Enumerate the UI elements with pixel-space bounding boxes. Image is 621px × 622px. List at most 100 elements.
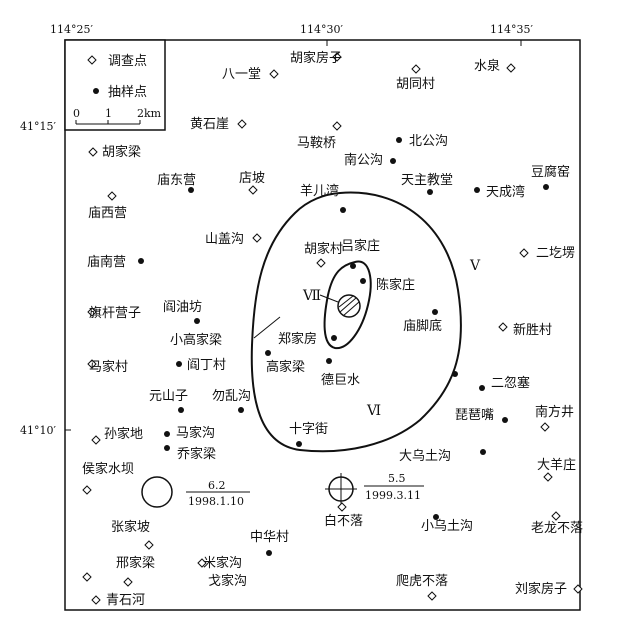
survey-point-icon <box>498 322 508 332</box>
survey-point-icon <box>82 572 92 582</box>
survey-point-icon <box>144 540 154 550</box>
scale-bar <box>75 120 141 125</box>
place-label: 庙南营 <box>87 254 126 270</box>
place-label: 胡家梁 <box>102 144 141 160</box>
place-label: 胡同村 <box>396 77 435 92</box>
xiaogao-leader <box>253 316 281 339</box>
place-label: 元山子 <box>149 389 188 404</box>
place-label: 陈家庄 <box>376 277 415 293</box>
survey-point-icon <box>87 307 97 317</box>
place-label: 天成湾 <box>486 184 525 200</box>
sample-point-icon <box>396 137 402 143</box>
survey-point-icon <box>88 147 98 157</box>
sample-point-icon <box>452 371 458 377</box>
survey-point-icon <box>87 359 97 369</box>
survey-point-icon <box>316 258 326 268</box>
place-label: 刘家房子 <box>515 581 567 597</box>
place-label: 水泉 <box>474 58 500 74</box>
place-label: 庙脚底 <box>403 318 442 334</box>
place-label: 马鞍桥 <box>297 135 336 151</box>
survey-point-icon <box>237 119 247 129</box>
place-label: 胡家村 <box>304 241 343 257</box>
lon-tick-2: 114°30′ <box>300 23 343 36</box>
place-label: 阎油坊 <box>163 300 202 315</box>
event-1998-symbol <box>141 476 173 508</box>
survey-point-icon <box>551 511 561 521</box>
sample-point-icon <box>543 184 549 190</box>
place-label: 南方井 <box>535 404 574 420</box>
place-label: 爬虎不落 <box>396 574 448 589</box>
sample-point-icon <box>93 88 99 94</box>
event-1999-magnitude: 5.5 <box>388 472 406 485</box>
sample-point-icon <box>432 309 438 315</box>
sample-point-icon <box>480 449 486 455</box>
sample-point-icon <box>479 385 485 391</box>
place-label: 老龙不落 <box>531 521 583 536</box>
sample-point-icon <box>340 207 346 213</box>
survey-point-icon <box>269 69 279 79</box>
sample-point-icon <box>360 278 366 284</box>
scale-label-1: 1 <box>105 107 112 120</box>
sample-point-icon <box>176 361 182 367</box>
event-1999-date: 1999.3.11 <box>365 489 421 502</box>
sample-point-icon <box>164 431 170 437</box>
place-label: 勿乱沟 <box>212 389 251 404</box>
sample-point-icon <box>188 187 194 193</box>
sample-point-icon <box>194 318 200 324</box>
sample-point-icon <box>238 407 244 413</box>
survey-point-icon <box>332 121 342 131</box>
place-markers: 八一堂胡家房子胡同村水泉黄石崖马鞍桥北公沟胡家梁南公沟庙东营店坡天主教堂豆腐窑天… <box>82 50 583 608</box>
place-label: 乔家梁 <box>177 446 216 462</box>
place-label: 郑家房 <box>278 331 317 347</box>
legend-survey-label: 调查点 <box>108 54 147 69</box>
map-frame <box>64 39 581 611</box>
scale-label-0: 0 <box>73 107 80 120</box>
survey-point-icon <box>543 472 553 482</box>
event-1998-date: 1998.1.10 <box>188 495 244 508</box>
survey-point-icon <box>87 55 97 65</box>
survey-point-icon <box>82 485 92 495</box>
place-label: 二忽塞 <box>491 375 530 391</box>
lon-tick-1: 114°25′ <box>50 23 93 36</box>
place-label: 庙东营 <box>157 173 196 188</box>
vii-leader <box>319 294 339 303</box>
place-label: 德巨水 <box>321 373 360 388</box>
place-label: 羊儿湾 <box>300 183 339 199</box>
survey-point-icon <box>332 52 342 62</box>
place-label: 南公沟 <box>344 152 383 168</box>
place-label: 吕家庄 <box>341 238 380 254</box>
sample-point-icon <box>331 335 337 341</box>
sample-point-icon <box>350 263 356 269</box>
survey-point-icon <box>91 435 101 445</box>
place-label: 八一堂 <box>222 67 261 82</box>
sample-point-icon <box>326 358 332 364</box>
place-label: 侯家水坝 <box>82 461 134 477</box>
sample-point-icon <box>427 189 433 195</box>
survey-point-icon <box>427 591 437 601</box>
place-label: 中华村 <box>250 530 289 545</box>
place-label: 庙西营 <box>88 206 127 221</box>
sample-point-icon <box>474 187 480 193</box>
isoseismal-vii-inner <box>323 260 372 350</box>
place-label: 琵琶嘴 <box>455 408 494 423</box>
survey-point-icon <box>123 577 133 587</box>
place-label: 大乌土沟 <box>399 448 451 464</box>
place-label: 店坡 <box>239 171 265 186</box>
scale-label-2: 2km <box>137 107 162 120</box>
place-label: 张家坡 <box>111 519 150 535</box>
place-label: 高家梁 <box>266 359 305 375</box>
survey-point-icon <box>197 558 207 568</box>
place-label: 旗杆营子 <box>89 305 141 321</box>
survey-point-icon <box>573 584 583 594</box>
place-label: 小高家梁 <box>170 332 222 348</box>
survey-point-icon <box>519 248 529 258</box>
place-label: 白不落 <box>324 513 363 529</box>
sample-point-icon <box>164 445 170 451</box>
lat-tick-2: 41°10′ <box>20 424 56 437</box>
place-label: 米家沟 <box>203 555 242 571</box>
intensity-vi: Ⅵ <box>366 403 381 419</box>
sample-point-icon <box>433 514 439 520</box>
epicenter-symbol <box>337 294 361 318</box>
place-label: 山盖沟 <box>205 232 244 247</box>
